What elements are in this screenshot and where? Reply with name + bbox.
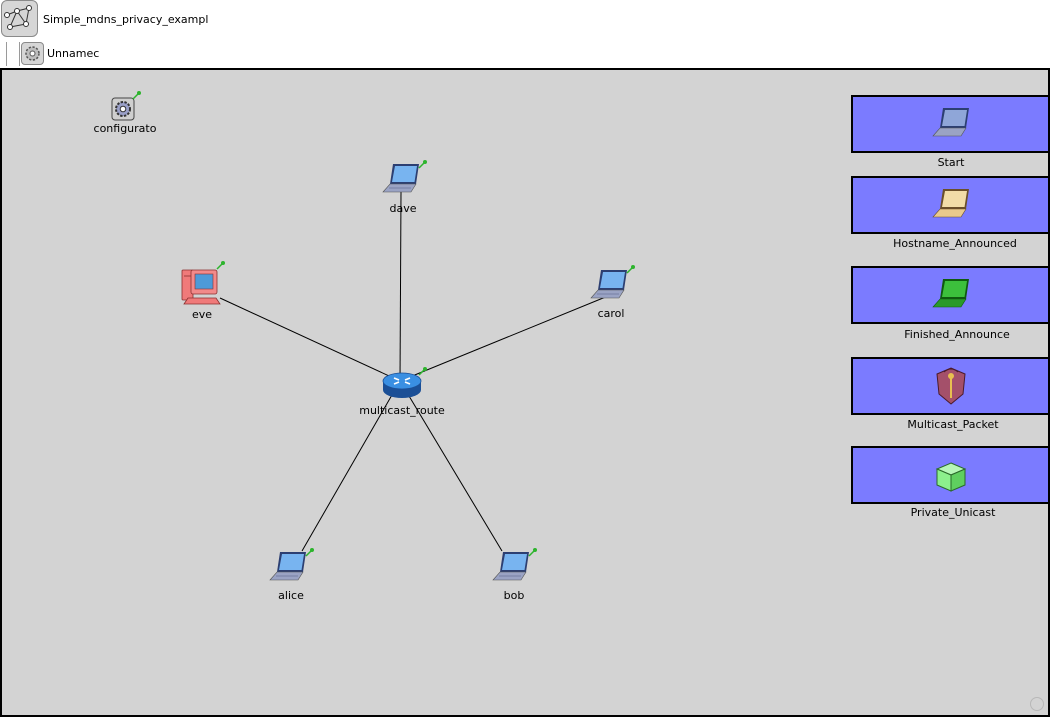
gear-icon — [111, 97, 135, 121]
dave-node[interactable]: dave — [381, 160, 427, 215]
pin-icon — [418, 160, 427, 169]
link-router-carol — [399, 295, 609, 382]
network-icon[interactable] — [1, 0, 38, 37]
node-label: eve — [191, 308, 213, 321]
legend-label: Private_Unicast — [910, 506, 996, 519]
gear-icon[interactable] — [21, 42, 44, 65]
legend-multicast-packet[interactable] — [851, 357, 1048, 415]
node-label: dave — [389, 202, 417, 215]
node-label: multicast_route — [359, 404, 445, 417]
bob-node[interactable]: bob — [491, 548, 537, 602]
router-icon — [382, 372, 422, 398]
module-title: Unnamec — [47, 47, 100, 60]
legend-label: Start — [937, 156, 965, 169]
pin-icon — [528, 548, 537, 557]
configurator-node[interactable]: configurato — [94, 91, 156, 135]
desktop-pc-icon — [181, 269, 221, 305]
laptop-icon — [932, 279, 969, 308]
legend-label: Finished_Announce — [904, 328, 1010, 341]
node-label: bob — [503, 589, 525, 602]
links-layer — [219, 191, 609, 552]
link-router-bob — [399, 380, 503, 552]
pin-icon — [132, 91, 141, 100]
pin-icon — [305, 548, 314, 557]
node-label: alice — [278, 589, 304, 602]
pin-icon — [626, 265, 635, 274]
laptop-icon — [492, 552, 529, 581]
eve-node[interactable]: eve — [180, 261, 225, 321]
legend-label: Hostname_Announced — [893, 237, 1017, 250]
laptop-icon — [590, 270, 627, 299]
node-label: configurato — [93, 122, 157, 135]
legend-start[interactable] — [851, 95, 1048, 153]
link-router-dave — [399, 191, 402, 382]
link-router-alice — [301, 380, 401, 552]
pin-icon — [418, 367, 427, 376]
link-router-eve — [219, 297, 401, 382]
tree-line — [6, 42, 7, 66]
network-canvas[interactable]: configurato dave eve c — [0, 68, 1050, 717]
router-node[interactable]: multicast_route — [359, 367, 445, 417]
cube-icon — [935, 462, 967, 492]
legend-hostname-announced[interactable] — [851, 176, 1048, 234]
pin-icon — [216, 261, 225, 270]
carol-node[interactable]: carol — [589, 265, 635, 320]
legend-label: Multicast_Packet — [907, 418, 999, 431]
scale-icon — [1030, 697, 1044, 711]
laptop-icon — [932, 108, 969, 137]
laptop-icon — [269, 552, 306, 581]
laptop-icon — [932, 189, 969, 218]
node-label: carol — [597, 307, 625, 320]
alice-node[interactable]: alice — [268, 548, 314, 602]
laptop-icon — [382, 164, 419, 193]
window-title: Simple_mdns_privacy_exampl — [43, 13, 209, 26]
tree-line — [19, 42, 20, 66]
shield-antenna-icon — [936, 367, 966, 405]
legend-finished-announce[interactable] — [851, 266, 1048, 324]
legend-private-unicast[interactable] — [851, 446, 1048, 504]
